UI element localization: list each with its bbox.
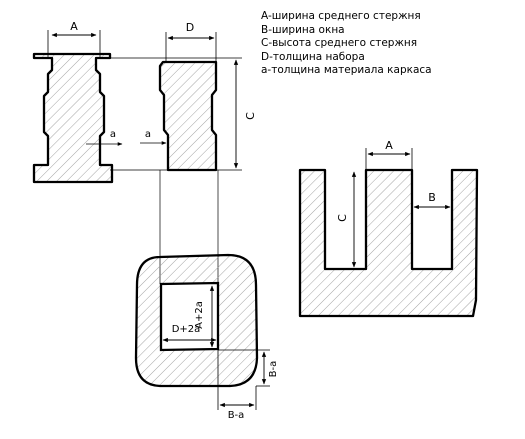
legend-item-a: A-ширина среднего стержня — [261, 10, 421, 22]
label-c: C — [244, 112, 257, 120]
e-core-outline — [298, 168, 479, 318]
legend-item-c: C-высота среднего стержня — [261, 37, 418, 50]
frame-top-view: B-a B-a A+2a D+2a — [134, 253, 279, 421]
bobbin-side-outline — [32, 52, 114, 184]
label-d: D — [186, 21, 194, 34]
e-core: A B C — [298, 139, 479, 318]
legend: A-ширина среднего стержня B-ширина окна … — [261, 10, 516, 78]
label-a2a: A+2a — [194, 301, 205, 329]
label-small-a-right: a — [145, 129, 151, 140]
label-core-c: C — [336, 214, 349, 222]
label-core-a: A — [385, 139, 393, 152]
label-ba-v: B-a — [268, 361, 279, 378]
label-ba-h: B-a — [228, 410, 245, 421]
label-a-top: A — [70, 20, 78, 33]
bobbin-front-outline — [158, 60, 218, 172]
legend-item-b: B-ширина окна — [261, 23, 345, 36]
label-small-a-left: a — [110, 129, 116, 140]
label-d2a: D+2a — [172, 324, 201, 335]
bobbin-side-view: A a — [32, 20, 123, 184]
label-core-b: B — [428, 191, 436, 204]
legend-item-d: D-толщина набора — [261, 50, 365, 63]
legend-item-small-a: а-толщина материала каркаса — [261, 64, 432, 77]
bobbin-front-view: D a C — [110, 21, 257, 284]
